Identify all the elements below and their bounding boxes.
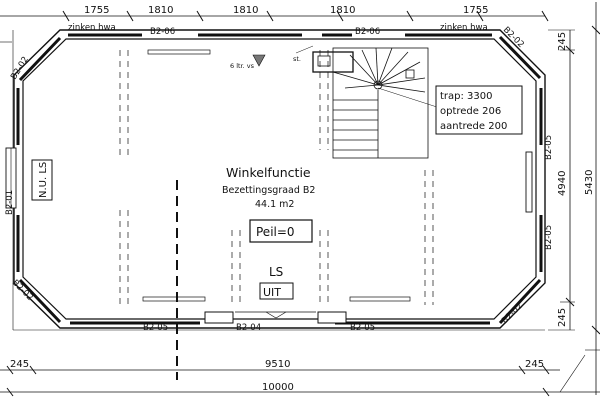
top-dim-1: 1755 xyxy=(84,5,109,16)
st-label: st. xyxy=(293,55,301,63)
stair-line-2: optrede 206 xyxy=(440,106,501,117)
stair-callout: trap: 3300 optrede 206 aantrede 200 xyxy=(435,85,523,135)
label-b2-06-left: B2-06 xyxy=(150,27,175,37)
label-b2-02-bottom-right: B2-02 xyxy=(500,301,525,326)
bottom-dim-left: 245 xyxy=(10,359,29,370)
label-b2-05-right-upper: B2-05 xyxy=(544,135,554,160)
right-dimension: 245 4940 245 5430 xyxy=(548,2,600,395)
top-dim-5: 1755 xyxy=(463,5,488,16)
grid-lines xyxy=(119,50,434,305)
label-zinken-hwa-left: zinken hwa xyxy=(68,23,116,33)
exit-ls-label: LS xyxy=(269,265,283,279)
room-info: Winkelfunctie Bezettingsgraad B2 44.1 m2… xyxy=(222,165,315,243)
building-walls xyxy=(5,29,546,329)
bottom-dimension: 245 9510 245 10000 xyxy=(0,349,600,397)
label-b2-02-top-right: B2-02 xyxy=(501,25,526,50)
bottom-dim-total: 10000 xyxy=(262,382,294,393)
exit-uit-label: UIT xyxy=(263,286,281,299)
equipment: 6 ltr. vs st. N.U. LS LS UIT xyxy=(31,45,314,300)
room-area: 44.1 m2 xyxy=(255,199,294,210)
extinguisher-label: 6 ltr. vs xyxy=(230,62,255,70)
right-dim-middle: 4940 xyxy=(557,171,568,196)
label-b2-05-bottom-right: B2-05 xyxy=(350,323,375,333)
label-b2-06-right: B2-06 xyxy=(355,27,380,37)
room-occupancy: Bezettingsgraad B2 xyxy=(222,185,315,196)
bottom-dim-right: 245 xyxy=(525,359,544,370)
label-b2-05-bottom-left: B2-05 xyxy=(143,323,168,333)
room-level: Peil=0 xyxy=(256,225,295,239)
right-dim-top: 245 xyxy=(557,32,568,51)
label-zinken-hwa-right: zinken hwa xyxy=(440,23,488,33)
level-box xyxy=(249,219,313,243)
label-b2-01: B2-01 xyxy=(5,190,15,215)
label-b2-02-top-left: B2-02 xyxy=(9,55,31,82)
extinguisher-icon xyxy=(252,54,266,67)
label-b2-04: B2-04 xyxy=(236,323,261,333)
label-b2-05-right-lower: B2-05 xyxy=(544,225,554,250)
top-dimension: 1755 1810 1810 1810 1755 xyxy=(0,5,549,22)
right-dim-total: 5430 xyxy=(584,170,595,195)
exit-sign-box xyxy=(259,282,294,300)
top-dim-4: 1810 xyxy=(330,5,355,16)
stair-line-1: trap: 3300 xyxy=(440,91,493,102)
bottom-dim-inner: 9510 xyxy=(265,359,290,370)
room-function: Winkelfunctie xyxy=(226,165,311,180)
nu-ls-label: N.U. LS xyxy=(38,162,49,198)
stair-line-3: aantrede 200 xyxy=(440,121,507,132)
staircase xyxy=(312,47,441,159)
right-dim-bottom: 245 xyxy=(557,308,568,327)
top-dim-3: 1810 xyxy=(233,5,258,16)
nu-ls-box xyxy=(31,159,53,201)
top-dim-2: 1810 xyxy=(148,5,173,16)
